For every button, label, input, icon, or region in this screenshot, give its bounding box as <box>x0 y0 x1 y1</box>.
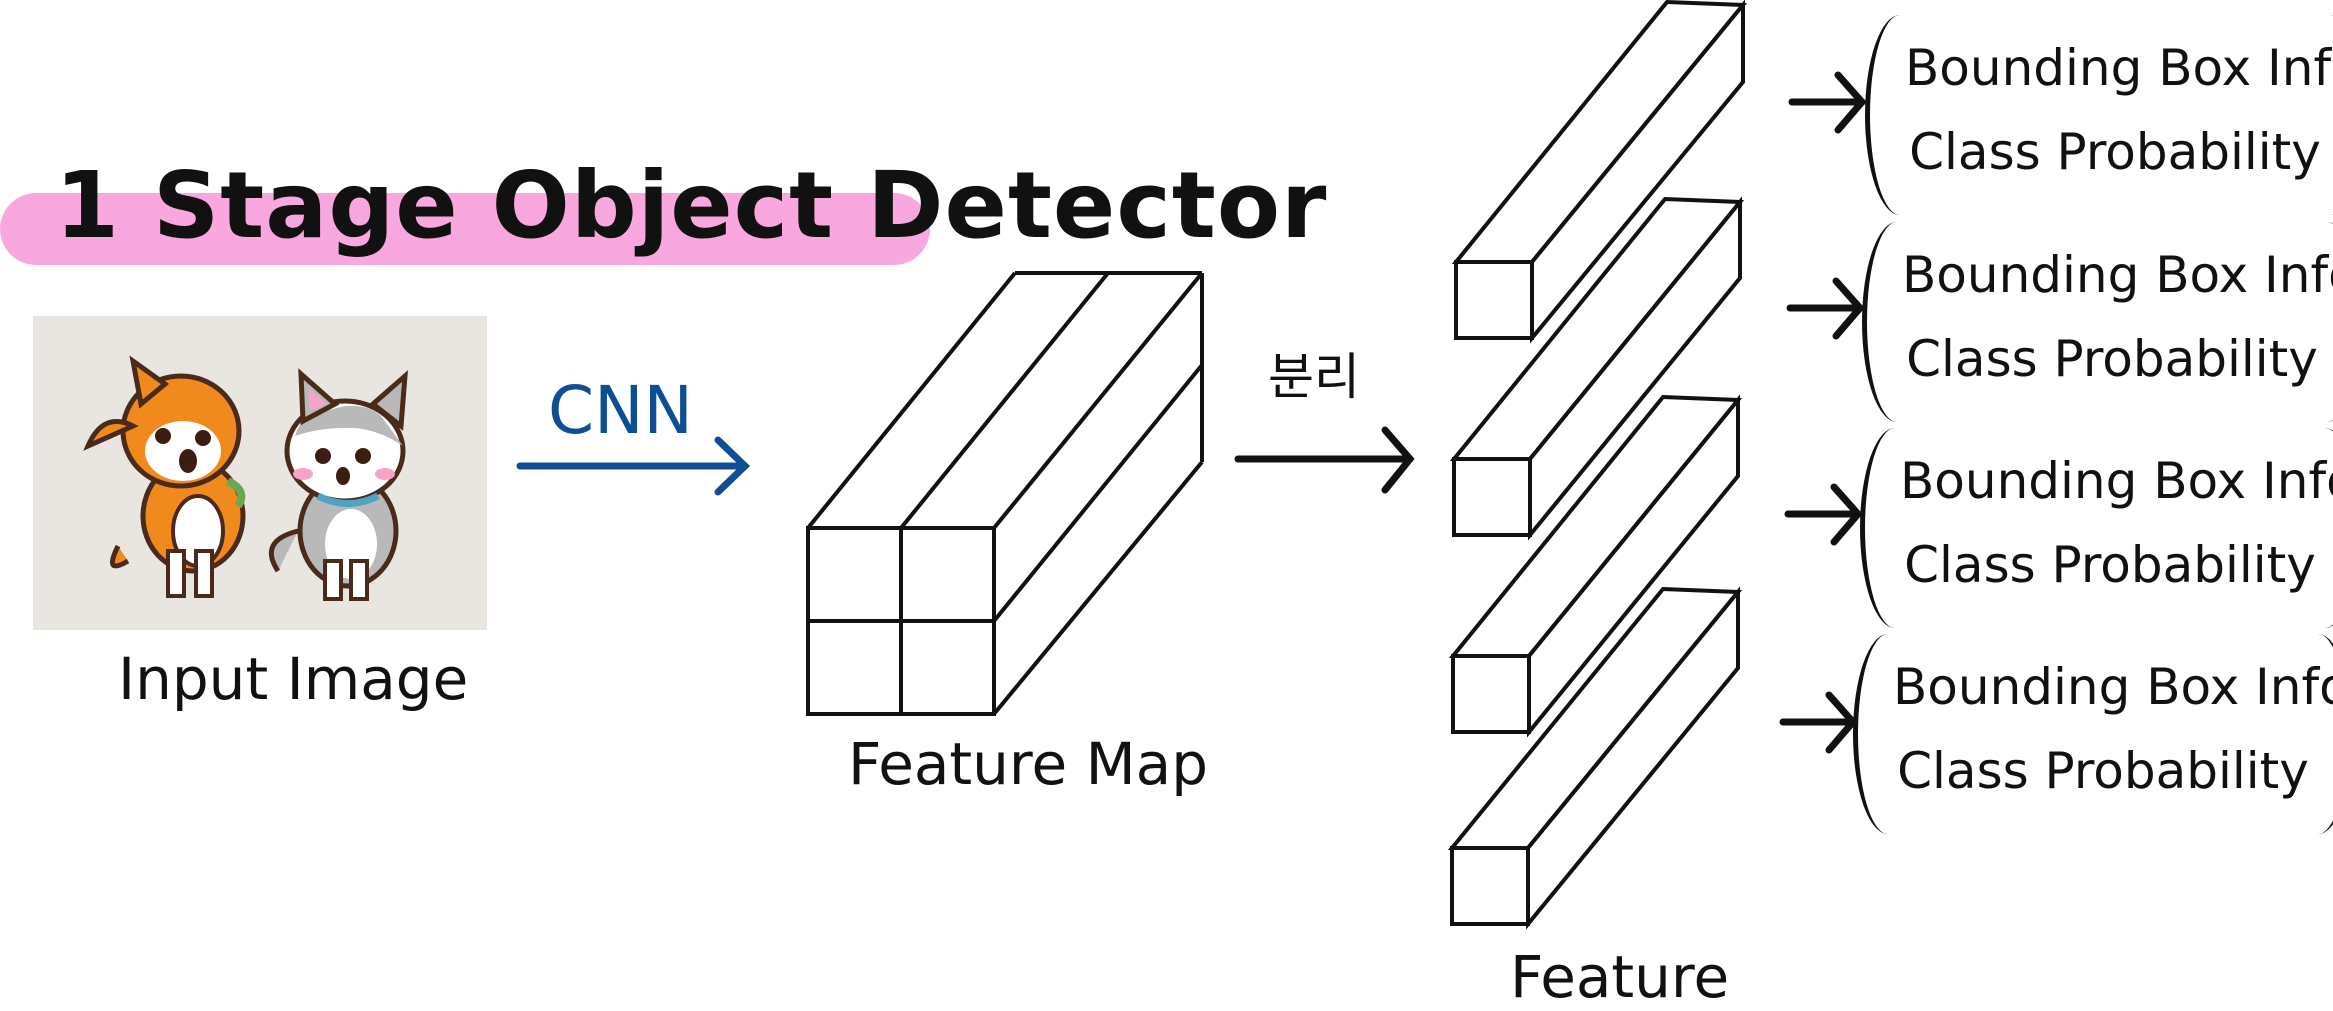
split-arrow <box>1234 426 1415 494</box>
cnn-label: CNN <box>548 372 693 449</box>
class-probability-label: Class Probability <box>1904 536 2316 594</box>
output-group-1: Bounding Box Info Class Probability <box>1865 15 2333 215</box>
feature-label: Feature <box>1510 943 1730 1011</box>
left-paren <box>1853 634 1888 834</box>
bounding-box-info-label: Bounding Box Info <box>1905 39 2333 97</box>
cnn-arrow <box>516 436 751 496</box>
feature-map-cube <box>806 271 1204 716</box>
class-probability-label: Class Probability <box>1906 330 2318 388</box>
output-arrows <box>1779 71 1867 754</box>
left-paren <box>1865 15 1900 215</box>
gray-cat-icon <box>268 368 408 601</box>
input-image-label: Input Image <box>118 645 469 713</box>
output-group-2: Bounding Box Info Class Probability <box>1862 222 2333 422</box>
feature-bar-3 <box>1448 394 1743 738</box>
bounding-box-info-label: Bounding Box Info <box>1900 452 2333 510</box>
left-paren <box>1860 428 1895 628</box>
feature-bar-4 <box>1447 586 1743 930</box>
right-paren <box>2318 634 2333 834</box>
class-probability-label: Class Probability <box>1897 742 2309 800</box>
title-highlight <box>0 193 930 265</box>
split-label: 분리 <box>1268 348 1360 406</box>
feature-bar-1 <box>1451 0 1748 344</box>
right-paren <box>2325 428 2333 628</box>
output-group-3: Bounding Box Info Class Probability <box>1860 428 2333 628</box>
feature-bar-2 <box>1449 196 1745 541</box>
orange-dog-icon <box>83 355 246 598</box>
output-group-4: Bounding Box Info Class Probability <box>1853 634 2333 834</box>
right-paren <box>2327 222 2333 422</box>
feature-map-label: Feature Map <box>848 730 1209 798</box>
input-image <box>33 316 487 630</box>
diagram-title: 1 Stage Object Detector <box>55 152 1328 259</box>
left-paren <box>1862 222 1897 422</box>
feature-bars <box>1447 0 1748 930</box>
class-probability-label: Class Probability <box>1909 123 2321 181</box>
bounding-box-info-label: Bounding Box Info <box>1902 246 2333 304</box>
bounding-box-info-label: Bounding Box Info <box>1893 658 2333 716</box>
